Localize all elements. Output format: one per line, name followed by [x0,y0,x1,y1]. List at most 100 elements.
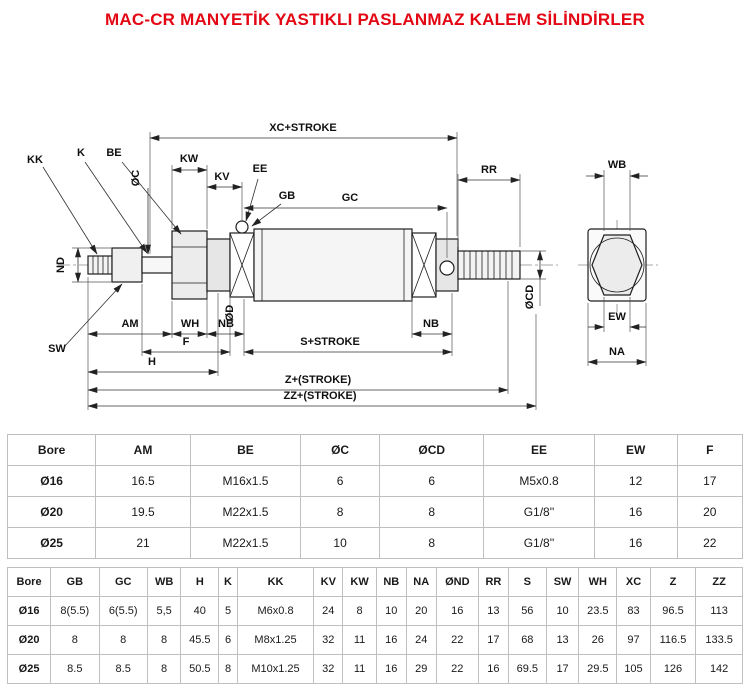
dim-label-gc: GC [342,192,359,204]
value-cell: M22x1.5 [189,527,302,559]
value-cell: 10 [375,596,407,626]
column-header: SW [545,567,580,597]
column-header: ØC [300,434,381,466]
dim-label-kw: KW [180,153,199,165]
value-cell: 32 [313,654,344,684]
dim-label-od: ØD [224,305,236,322]
piston-rod-assembly [87,247,173,283]
end-view [587,228,647,302]
dim-label-zz-stroke: ZZ+(STROKE) [283,390,356,402]
value-cell: 21 [95,527,191,559]
value-cell: 22 [676,527,744,559]
column-header: KK [236,567,315,597]
value-cell: 5 [218,596,238,626]
dim-label-z-stroke: Z+(STROKE) [285,374,352,386]
value-cell: M22x1.5 [189,496,302,528]
value-cell: 105 [616,654,651,684]
dim-label-wh: WH [181,318,199,330]
value-cell: 45.5 [180,625,220,655]
value-cell: 40 [180,596,220,626]
page-title: MAC-CR MANYETİK YASTIKLI PASLANMAZ KALEM… [105,10,645,29]
dim-label-kk: KK [27,154,43,166]
value-cell: 22 [435,654,479,684]
column-header: H [180,567,220,597]
dim-label-k: K [77,147,85,159]
bore-cell: Ø16 [6,465,97,497]
column-header: WB [146,567,182,597]
dimension-lines [42,135,648,409]
column-header: WH [578,567,618,597]
dim-label-ocd: ØCD [524,285,536,310]
dim-label-nb-rear: NB [423,318,439,330]
value-cell: 68 [507,625,547,655]
dim-label-f: F [183,336,190,348]
column-header: AM [95,434,191,466]
value-cell: M6x0.8 [236,596,315,626]
bore-cell: Ø20 [6,496,97,528]
value-cell: 19.5 [95,496,191,528]
value-cell: 116.5 [649,625,697,655]
front-head [229,220,255,298]
column-header: Bore [6,434,97,466]
value-cell: G1/8'' [483,496,595,528]
column-header: EE [483,434,595,466]
value-cell: 8 [342,596,377,626]
value-cell: 16 [477,654,509,684]
value-cell: 24 [313,596,344,626]
value-cell: M10x1.25 [236,654,315,684]
dim-label-na: NA [609,346,625,358]
value-cell: 56 [507,596,547,626]
value-cell: 6(5.5) [98,596,148,626]
mounting-nut [171,230,208,300]
column-header: GC [98,567,148,597]
value-cell: 11 [342,654,377,684]
value-cell: 6 [379,465,485,497]
value-cell: 6 [218,625,238,655]
cylinder-technical-drawing: XC+STROKE KK K BE ØC KW KV EE GB GC RR W… [27,122,658,410]
value-cell: G1/8'' [483,527,595,559]
column-header: GB [50,567,100,597]
value-cell: 10 [545,596,580,626]
value-cell: M5x0.8 [483,465,595,497]
rear-threaded-rod [457,250,521,280]
value-cell: 8.5 [98,654,148,684]
value-cell: 16 [435,596,479,626]
value-cell: 8 [98,625,148,655]
value-cell: 8 [379,496,485,528]
value-cell: 50.5 [180,654,220,684]
column-header: RR [477,567,509,597]
value-cell: 133.5 [695,625,743,655]
dim-label-sw: SW [48,343,66,355]
value-cell: 8.5 [50,654,100,684]
value-cell: 16.5 [95,465,191,497]
value-cell: 17 [477,625,509,655]
value-cell: 20 [405,596,437,626]
value-cell: 8 [146,625,182,655]
column-header: XC [616,567,651,597]
value-cell: 69.5 [507,654,547,684]
value-cell: 10 [300,527,381,559]
column-header: KW [342,567,377,597]
value-cell: 12 [593,465,678,497]
value-cell: 8(5.5) [50,596,100,626]
dim-label-s-stroke: S+STROKE [300,336,360,348]
value-cell: 23.5 [578,596,618,626]
value-cell: 16 [375,654,407,684]
dim-label-ew: EW [608,311,626,323]
dim-label-gb: GB [279,190,296,202]
value-cell: M8x1.25 [236,625,315,655]
value-cell: 29.5 [578,654,618,684]
value-cell: 20 [676,496,744,528]
dim-label-be: BE [106,147,121,159]
extension-lines [72,132,647,410]
column-header: ZZ [695,567,743,597]
value-cell: 17 [676,465,744,497]
value-cell: 8 [146,654,182,684]
